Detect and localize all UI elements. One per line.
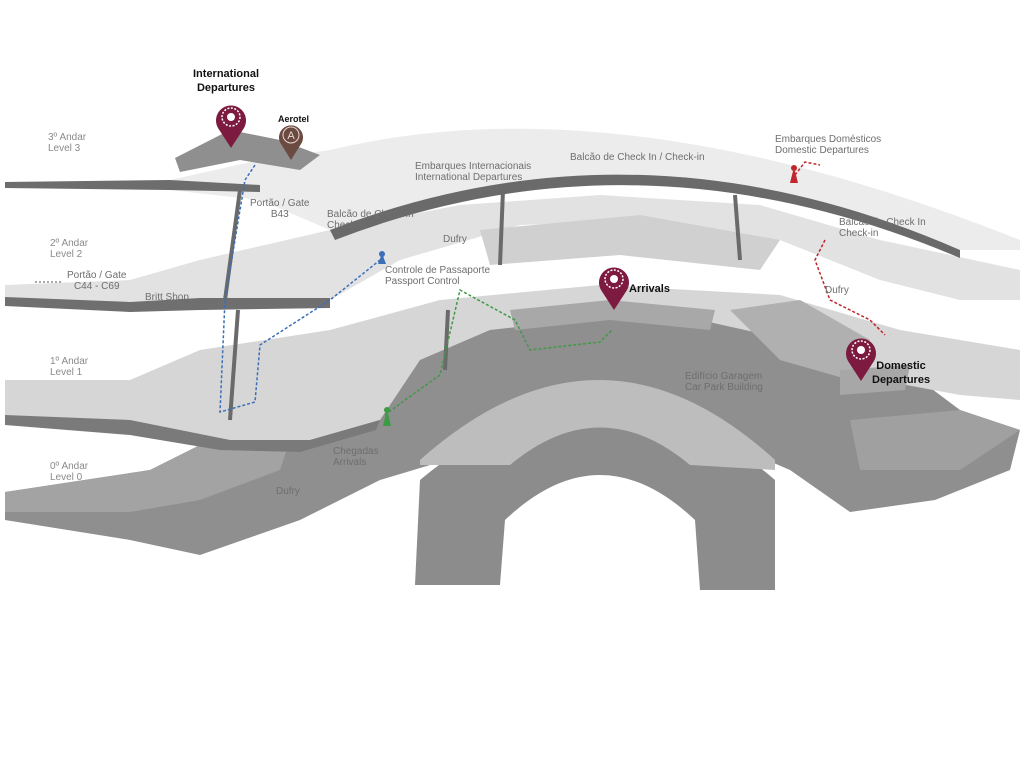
label-line: Check-in — [327, 220, 367, 231]
arrivals-label[interactable]: Arrivals — [629, 283, 670, 295]
dufry-right-label: Dufry — [825, 285, 849, 296]
route-red — [794, 161, 886, 336]
level-en: Level 1 — [50, 367, 83, 378]
level-pt: 0º Andar — [50, 461, 89, 472]
label-line: Portão / Gate — [67, 270, 127, 281]
dufry-level0-label: Dufry — [276, 486, 300, 497]
arrivals-pin-icon[interactable] — [596, 262, 632, 312]
intl-departures-pin-icon[interactable] — [213, 100, 249, 150]
label-line: Check-in — [839, 228, 879, 239]
aerotel-pin-icon[interactable]: A — [277, 122, 305, 162]
level-pt: 3º Andar — [48, 132, 87, 143]
label-line: Balcão de Check In — [327, 209, 414, 220]
level-pt: 2º Andar — [50, 238, 89, 249]
label-line: Embarques Domésticos — [775, 134, 882, 145]
level-en: Level 2 — [50, 249, 83, 260]
level-en: Level 3 — [48, 143, 81, 154]
level-en: Level 0 — [50, 472, 83, 483]
label-line: B43 — [270, 209, 289, 220]
label-line: Portão / Gate — [250, 198, 310, 209]
person-marker-blue — [378, 251, 386, 264]
car-park-building — [415, 380, 775, 590]
poi-line: Domestic — [876, 360, 926, 372]
domestic-departures-pin-icon[interactable] — [843, 333, 879, 383]
label-line: C44 - C69 — [73, 281, 120, 292]
label-line: International Departures — [415, 172, 523, 183]
route-green — [384, 288, 613, 416]
checkin-top-label: Balcão de Check In / Check-in — [570, 152, 705, 163]
poi-line: Departures — [872, 374, 931, 386]
label-line: Embarques Internacionais — [415, 161, 532, 172]
svg-text:A: A — [287, 130, 295, 142]
poi-line: Departures — [196, 82, 256, 94]
dufry-level2-label: Dufry — [443, 234, 467, 245]
label-line: Controle de Passaporte — [385, 265, 491, 276]
poi-line: International — [193, 68, 260, 80]
person-marker-red — [790, 165, 798, 183]
level-pt: 1º Andar — [50, 356, 89, 367]
level-3-floor — [5, 128, 1020, 258]
label-line: Arrivals — [333, 457, 367, 468]
person-marker-green — [383, 407, 391, 426]
label-line: Balcão de Check In — [839, 217, 926, 228]
britt-shop-label: Britt Shop — [145, 292, 189, 303]
level-2-floor — [5, 195, 1020, 312]
label-line: Chegadas — [333, 446, 379, 457]
label-line: Car Park Building — [685, 382, 763, 393]
label-line: Passport Control — [385, 276, 460, 287]
aerotel-label[interactable]: Aerotel — [278, 114, 310, 124]
label-line: Edifício Garagem — [685, 371, 763, 382]
label-line: Domestic Departures — [775, 145, 869, 156]
